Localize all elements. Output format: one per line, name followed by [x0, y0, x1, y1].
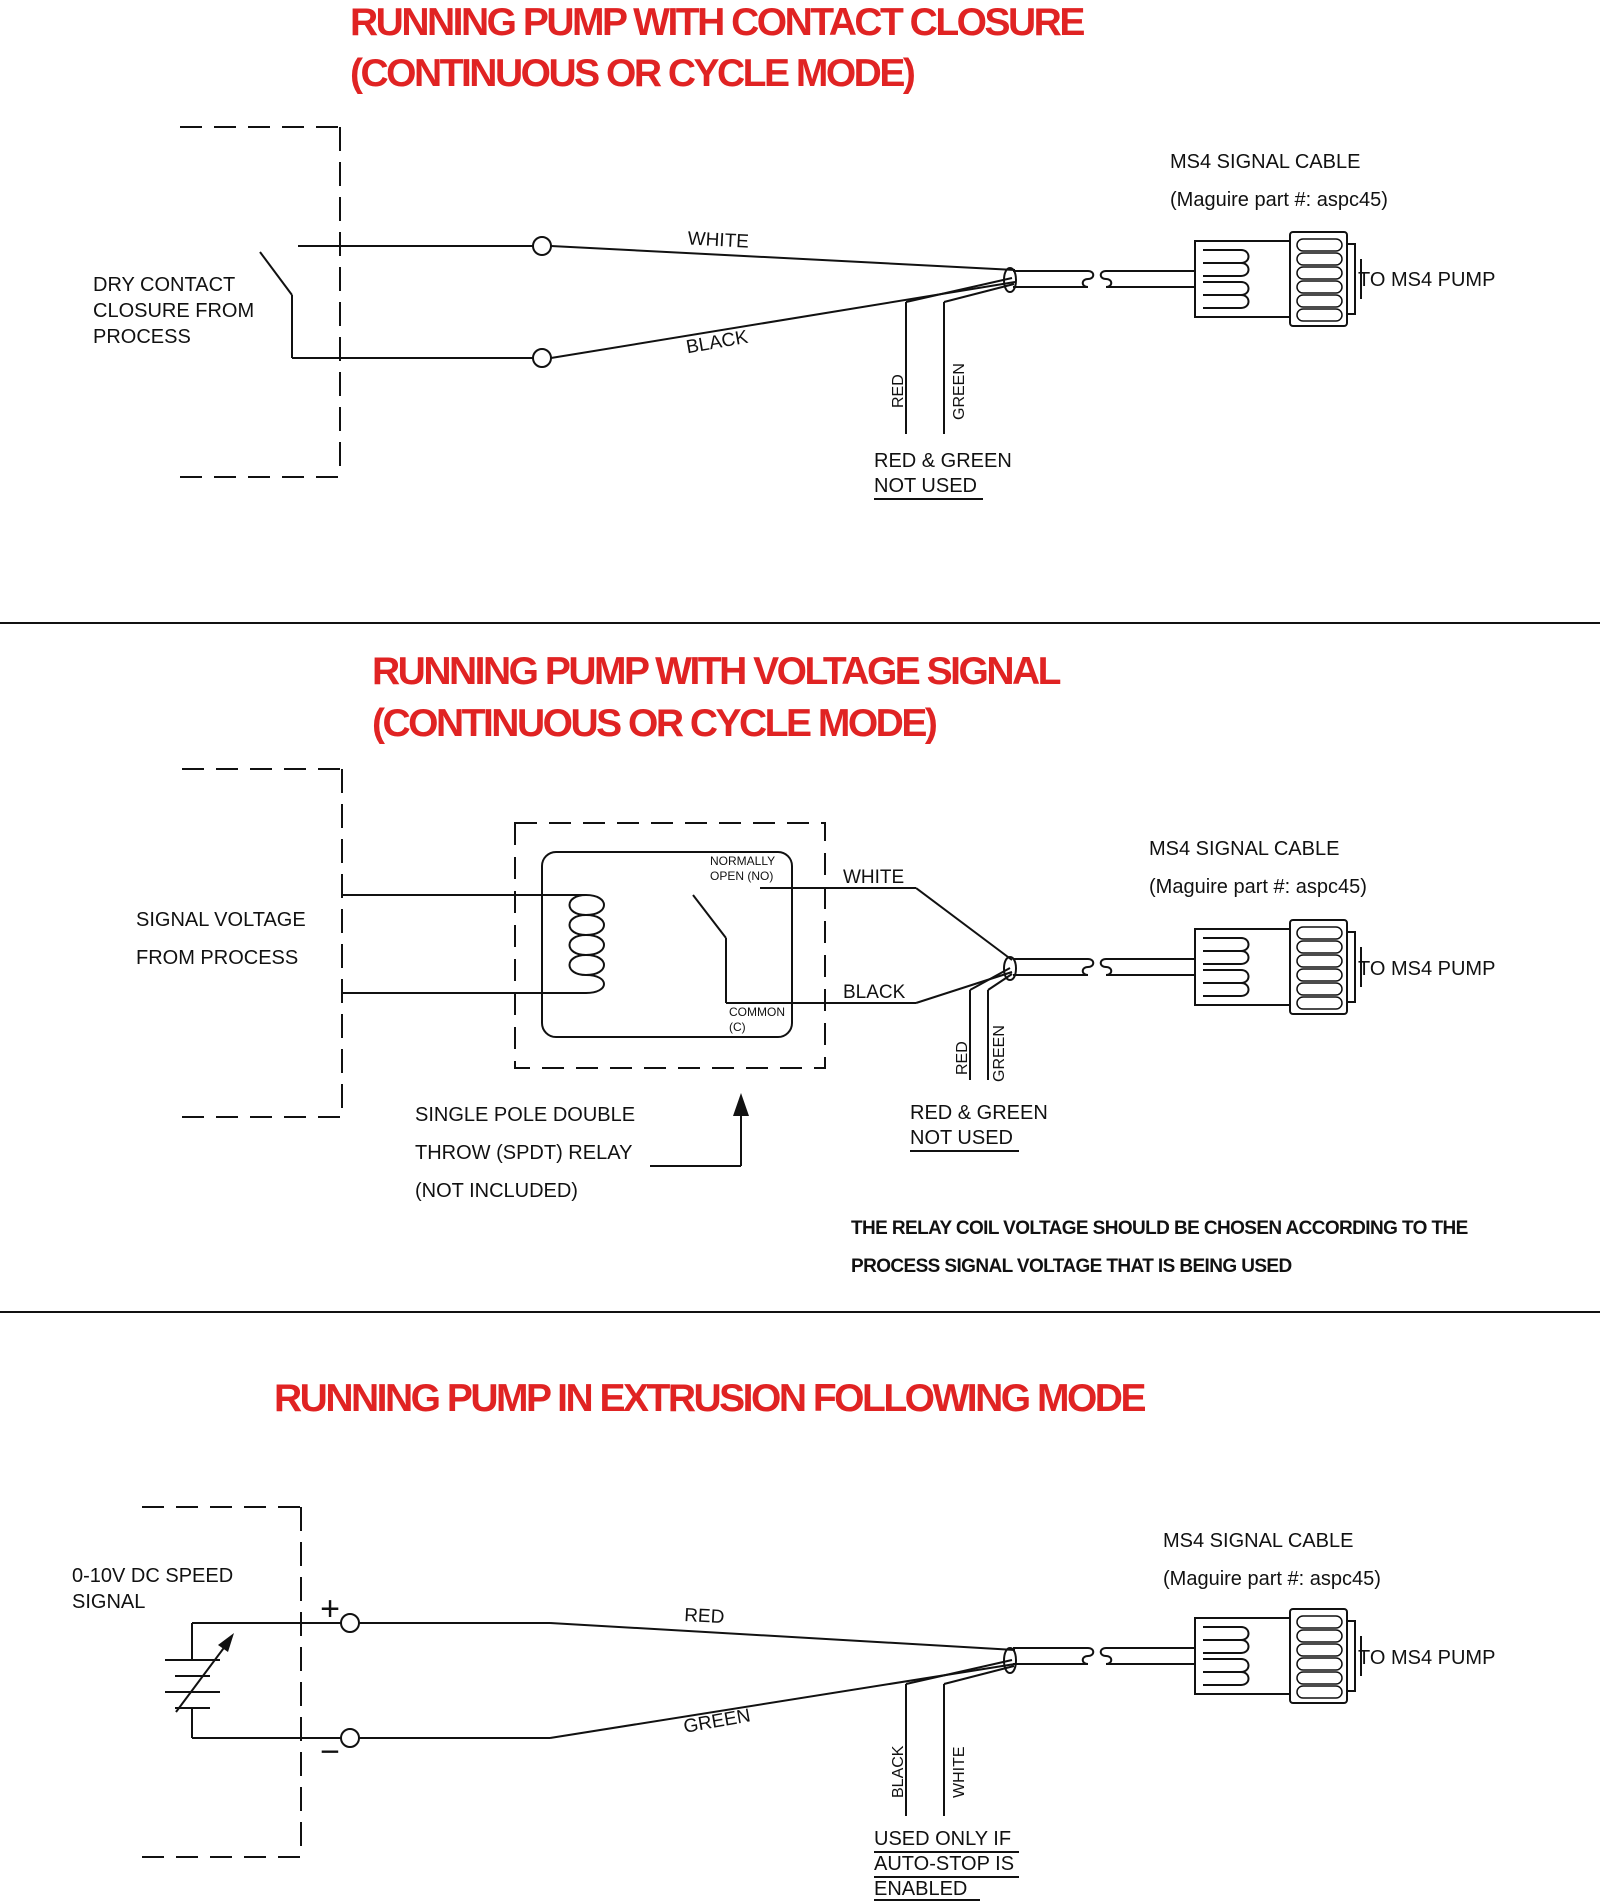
process-boundary: [180, 126, 341, 478]
plus-sign: +: [320, 1590, 340, 1628]
wire-label-green: GREEN: [951, 363, 968, 420]
destination-label: TO MS4 PUMP: [1358, 269, 1495, 291]
cable-title: MS4 SIGNAL CABLE: [1149, 838, 1339, 860]
destination-label: TO MS4 PUMP: [1358, 958, 1495, 980]
wire-label-black: BLACK: [685, 327, 750, 359]
unused-label-line1: RED & GREEN: [874, 450, 1012, 472]
wire-label-black: BLACK: [843, 982, 906, 1003]
source-label-line2: FROM PROCESS: [136, 947, 298, 969]
wire-label-white: WHITE: [843, 867, 904, 888]
relay-label-line1: SINGLE POLE DOUBLE: [415, 1104, 635, 1126]
section-voltage-signal: RUNNING PUMP WITH VOLTAGE SIGNAL (CONTIN…: [136, 650, 1495, 1277]
wire-label-white: WHITE: [951, 1746, 968, 1798]
process-boundary: [142, 1506, 302, 1858]
wire-label-black: BLACK: [890, 1745, 907, 1798]
cable-title: MS4 SIGNAL CABLE: [1163, 1530, 1353, 1552]
variable-dc-source-symbol: [165, 1622, 350, 1739]
wire-label-red: RED: [890, 374, 907, 408]
relay-common-label-line2: (C): [729, 1020, 746, 1034]
cable-part-number: (Maguire part #: aspc45): [1170, 189, 1388, 211]
relay-label-line3: (NOT INCLUDED): [415, 1180, 578, 1202]
section-contact-closure: RUNNING PUMP WITH CONTACT CLOSURE (CONTI…: [93, 1, 1495, 500]
relay-callout-arrow: [650, 1093, 749, 1167]
wire-label-green: GREEN: [991, 1025, 1008, 1082]
section1-title-line2: (CONTINUOUS OR CYCLE MODE): [350, 52, 915, 95]
source-label-line1: 0-10V DC SPEED: [72, 1565, 233, 1587]
wire-label-green: GREEN: [682, 1705, 752, 1737]
section2-title-line2: (CONTINUOUS OR CYCLE MODE): [372, 702, 937, 745]
relay-note-line2: PROCESS SIGNAL VOLTAGE THAT IS BEING USE…: [851, 1256, 1292, 1277]
source-label-line1: DRY CONTACT: [93, 274, 235, 296]
section1-title-line1: RUNNING PUMP WITH CONTACT CLOSURE: [350, 1, 1084, 44]
cable-title: MS4 SIGNAL CABLE: [1170, 151, 1360, 173]
relay-common-label-line1: COMMON: [729, 1005, 785, 1019]
spdt-relay: [541, 851, 793, 1038]
terminal-white: [532, 236, 552, 256]
terminal-black: [532, 348, 552, 368]
dry-contact-switch: [259, 245, 542, 359]
relay-label-line2: THROW (SPDT) RELAY: [415, 1142, 632, 1164]
source-label-line2: SIGNAL: [72, 1591, 145, 1613]
section3-title: RUNNING PUMP IN EXTRUSION FOLLOWING MODE: [274, 1377, 1145, 1420]
unused-label-line2: NOT USED: [910, 1127, 1013, 1149]
relay-no-label-line2: OPEN (NO): [710, 869, 773, 883]
wire-label-white: WHITE: [687, 228, 749, 252]
ms4-signal-cable-connector: [1012, 1608, 1362, 1704]
source-label-line3: PROCESS: [93, 326, 191, 348]
usage-note-line1: USED ONLY IF: [874, 1828, 1011, 1850]
section2-title-line1: RUNNING PUMP WITH VOLTAGE SIGNAL: [372, 650, 1061, 693]
unused-label-line1: RED & GREEN: [910, 1102, 1048, 1124]
terminal-positive: [340, 1613, 360, 1633]
source-label-line1: SIGNAL VOLTAGE: [136, 909, 306, 931]
terminal-negative: [340, 1728, 360, 1748]
section-extrusion-following: RUNNING PUMP IN EXTRUSION FOLLOWING MODE…: [72, 1377, 1495, 1901]
relay-note-line1: THE RELAY COIL VOLTAGE SHOULD BE CHOSEN …: [851, 1218, 1468, 1239]
ms4-signal-cable-connector: [1012, 231, 1362, 327]
cable-part-number: (Maguire part #: aspc45): [1163, 1568, 1381, 1590]
relay-enclosure: [514, 822, 826, 1069]
wire-label-red: RED: [954, 1041, 971, 1075]
wire-label-red: RED: [684, 1605, 725, 1628]
minus-sign: −: [320, 1733, 340, 1771]
usage-note-line3: ENABLED: [874, 1878, 967, 1900]
cable-part-number: (Maguire part #: aspc45): [1149, 876, 1367, 898]
relay-no-label-line1: NORMALLY: [710, 854, 775, 868]
source-label-line2: CLOSURE FROM: [93, 300, 254, 322]
process-boundary: [182, 768, 343, 1118]
relay-coil: [568, 894, 605, 994]
unused-label-line2: NOT USED: [874, 475, 977, 497]
destination-label: TO MS4 PUMP: [1358, 1647, 1495, 1669]
relay-contacts: [692, 887, 916, 1004]
usage-note-line2: AUTO-STOP IS: [874, 1853, 1014, 1875]
ms4-signal-cable-connector: [1012, 919, 1362, 1015]
